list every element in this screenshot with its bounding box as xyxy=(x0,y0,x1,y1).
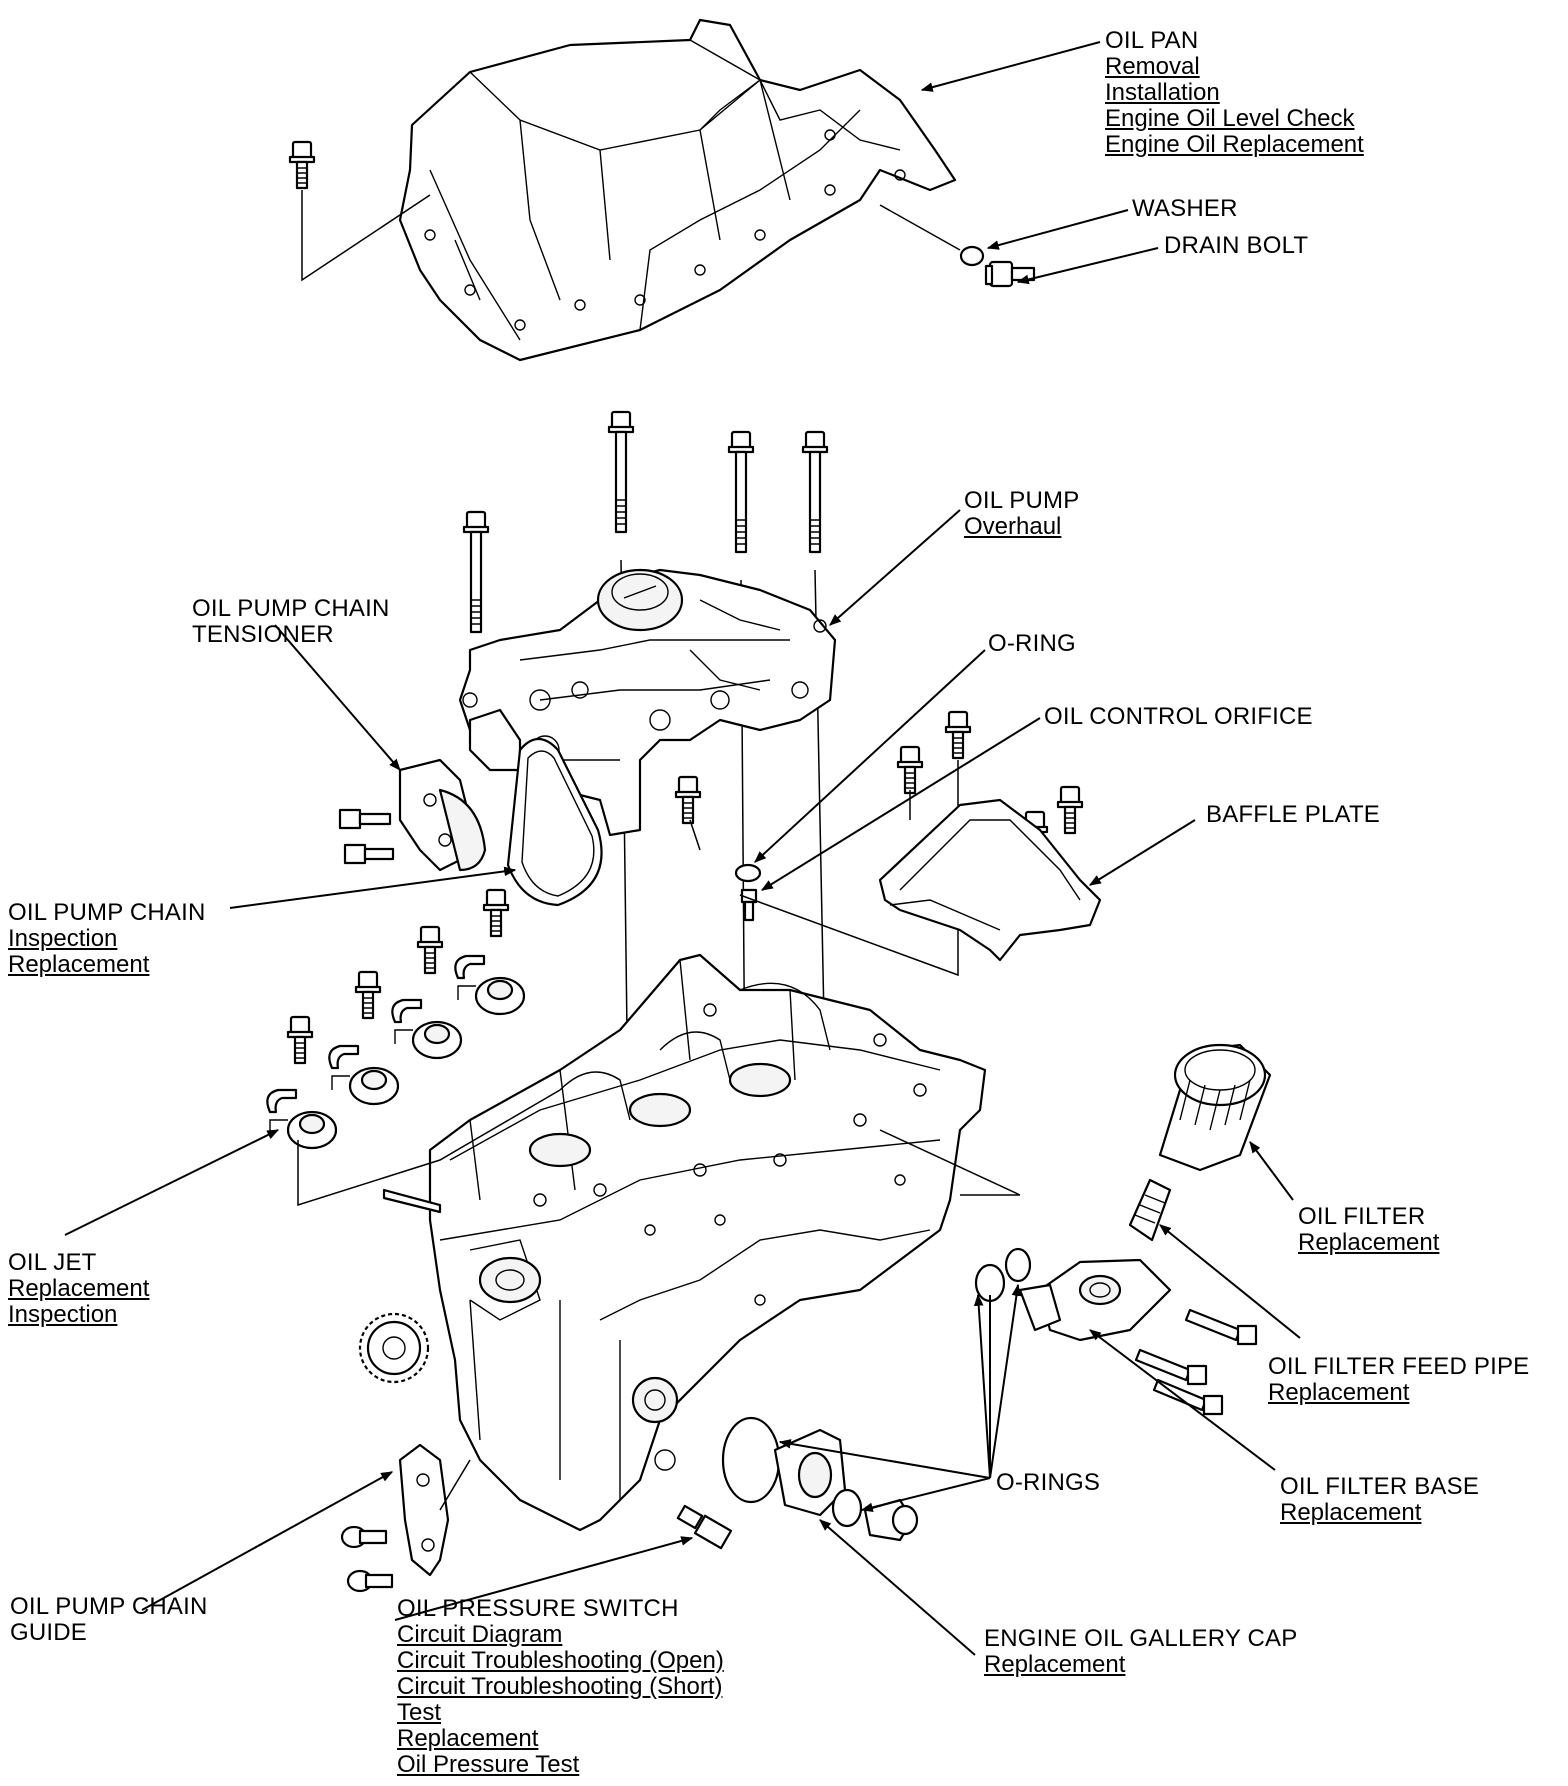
oil-pump-title: OIL PUMP xyxy=(964,487,1080,514)
callout-o-ring: O-RING xyxy=(988,631,1076,657)
oil-filter-feed-pipe-title: OIL FILTER FEED PIPE xyxy=(1268,1353,1530,1380)
callout-oil-jet: OIL JET Replacement Inspection xyxy=(8,1250,149,1328)
oil-jet-inspection-link[interactable]: Inspection xyxy=(8,1301,118,1328)
oil-pump-chain-title: OIL PUMP CHAIN xyxy=(8,899,206,926)
oil-filter-base-replacement-link[interactable]: Replacement xyxy=(1280,1499,1422,1526)
oil-control-orifice-title: OIL CONTROL ORIFICE xyxy=(1044,703,1313,730)
drain-bolt-title: DRAIN BOLT xyxy=(1164,232,1309,259)
ops-circuit-diagram-link[interactable]: Circuit Diagram xyxy=(397,1621,563,1648)
oil-pan-title: OIL PAN xyxy=(1105,27,1199,54)
gallery-o-ring-small xyxy=(831,1488,863,1528)
oil-pump-overhaul-link[interactable]: Overhaul xyxy=(964,513,1062,540)
washer-title: WASHER xyxy=(1132,195,1238,222)
oil-filter-title: OIL FILTER xyxy=(1298,1203,1426,1230)
ops-troubleshooting-open-link[interactable]: Circuit Troubleshooting (Open) xyxy=(397,1647,724,1674)
oil-pan-bolt xyxy=(288,140,316,190)
baffle-plate-title: BAFFLE PLATE xyxy=(1206,801,1381,828)
chain-guide-title-line-2: GUIDE xyxy=(10,1619,88,1646)
o-ring-title: O-RING xyxy=(988,630,1076,657)
oil-filter-feed-pipe-replacement-link[interactable]: Replacement xyxy=(1268,1379,1410,1406)
oil-pump-chain-guide-illustration xyxy=(398,1443,450,1577)
ops-test-link[interactable]: Test xyxy=(397,1699,442,1726)
oil-pump-chain-inspection-link[interactable]: Inspection xyxy=(8,925,118,952)
baffle-plate-illustration xyxy=(878,798,1102,962)
oil-pressure-switch-part xyxy=(676,1504,733,1550)
o-rings-title: O-RINGS xyxy=(996,1469,1101,1496)
washer-part xyxy=(959,245,985,267)
callout-oil-control-orifice: OIL CONTROL ORIFICE xyxy=(1044,704,1313,730)
callout-oil-pressure-switch: OIL PRESSURE SWITCH Circuit Diagram Circ… xyxy=(397,1596,724,1778)
oil-pan-installation-link[interactable]: Installation xyxy=(1105,79,1220,106)
oil-filter-illustration xyxy=(1158,1043,1272,1172)
ops-replacement-link[interactable]: Replacement xyxy=(397,1725,539,1752)
callout-oil-filter-base: OIL FILTER BASE Replacement xyxy=(1280,1474,1479,1526)
chain-guide-bolts xyxy=(340,1525,394,1593)
oil-control-orifice-part xyxy=(740,888,758,922)
ops-troubleshooting-short-link[interactable]: Circuit Troubleshooting (Short) xyxy=(397,1673,723,1700)
callout-oil-pump: OIL PUMP Overhaul xyxy=(964,488,1079,540)
gallery-o-ring-large xyxy=(721,1416,781,1504)
oil-pan-illustration xyxy=(398,18,957,362)
oil-pressure-switch-title: OIL PRESSURE SWITCH xyxy=(397,1595,679,1622)
tensioner-title-line-1: OIL PUMP CHAIN xyxy=(192,595,390,622)
o-ring-part xyxy=(734,863,762,883)
oil-filter-base-bolts xyxy=(1134,1308,1258,1416)
tensioner-bolts xyxy=(338,808,395,865)
oil-pan-level-check-link[interactable]: Engine Oil Level Check xyxy=(1105,105,1355,132)
callout-washer: WASHER xyxy=(1132,196,1238,222)
leader-lines xyxy=(64,41,1301,1656)
oil-jet-2 xyxy=(328,1044,400,1106)
chain-guide-title-line-1: OIL PUMP CHAIN xyxy=(10,1593,208,1620)
callout-oil-filter: OIL FILTER Replacement xyxy=(1298,1204,1439,1256)
oil-pan-removal-link[interactable]: Removal xyxy=(1105,53,1200,80)
oil-pump-chain-illustration xyxy=(506,737,603,907)
engine-block-illustration xyxy=(428,953,987,1532)
oil-filter-feed-pipe-part xyxy=(1128,1178,1172,1242)
oil-jet-1 xyxy=(266,1088,338,1150)
callout-o-rings: O-RINGS xyxy=(996,1470,1100,1496)
ops-oil-pressure-test-link[interactable]: Oil Pressure Test xyxy=(397,1751,580,1778)
oil-pump-chain-tensioner-illustration xyxy=(398,758,487,872)
drain-bolt-part xyxy=(984,260,1036,288)
crank-gear-illustration xyxy=(358,1312,430,1384)
oil-jet-title: OIL JET xyxy=(8,1249,97,1276)
callout-baffle-plate: BAFFLE PLATE xyxy=(1206,802,1380,828)
callout-oil-pump-chain: OIL PUMP CHAIN Inspection Replacement xyxy=(8,900,206,978)
callout-engine-oil-gallery-cap: ENGINE OIL GALLERY CAP Replacement xyxy=(984,1626,1297,1678)
callout-oil-pump-chain-guide: OIL PUMP CHAIN GUIDE xyxy=(10,1594,208,1646)
oil-filter-replacement-link[interactable]: Replacement xyxy=(1298,1229,1440,1256)
oil-filter-base-title: OIL FILTER BASE xyxy=(1280,1473,1480,1500)
callout-oil-pan: OIL PAN Removal Installation Engine Oil … xyxy=(1105,28,1364,158)
gallery-cap-title: ENGINE OIL GALLERY CAP xyxy=(984,1625,1298,1652)
callout-drain-bolt: DRAIN BOLT xyxy=(1164,233,1308,259)
oil-pump-chain-replacement-link[interactable]: Replacement xyxy=(8,951,150,978)
oil-jet-replacement-link[interactable]: Replacement xyxy=(8,1275,150,1302)
tensioner-title-line-2: TENSIONER xyxy=(192,621,334,648)
callout-oil-filter-feed-pipe: OIL FILTER FEED PIPE Replacement xyxy=(1268,1354,1529,1406)
oil-pan-oil-replacement-link[interactable]: Engine Oil Replacement xyxy=(1105,131,1364,158)
gallery-plug xyxy=(863,1498,919,1542)
callout-oil-pump-chain-tensioner: OIL PUMP CHAIN TENSIONER xyxy=(192,596,390,648)
gallery-cap-replacement-link[interactable]: Replacement xyxy=(984,1651,1126,1678)
oil-filter-base-illustration xyxy=(1018,1258,1172,1342)
